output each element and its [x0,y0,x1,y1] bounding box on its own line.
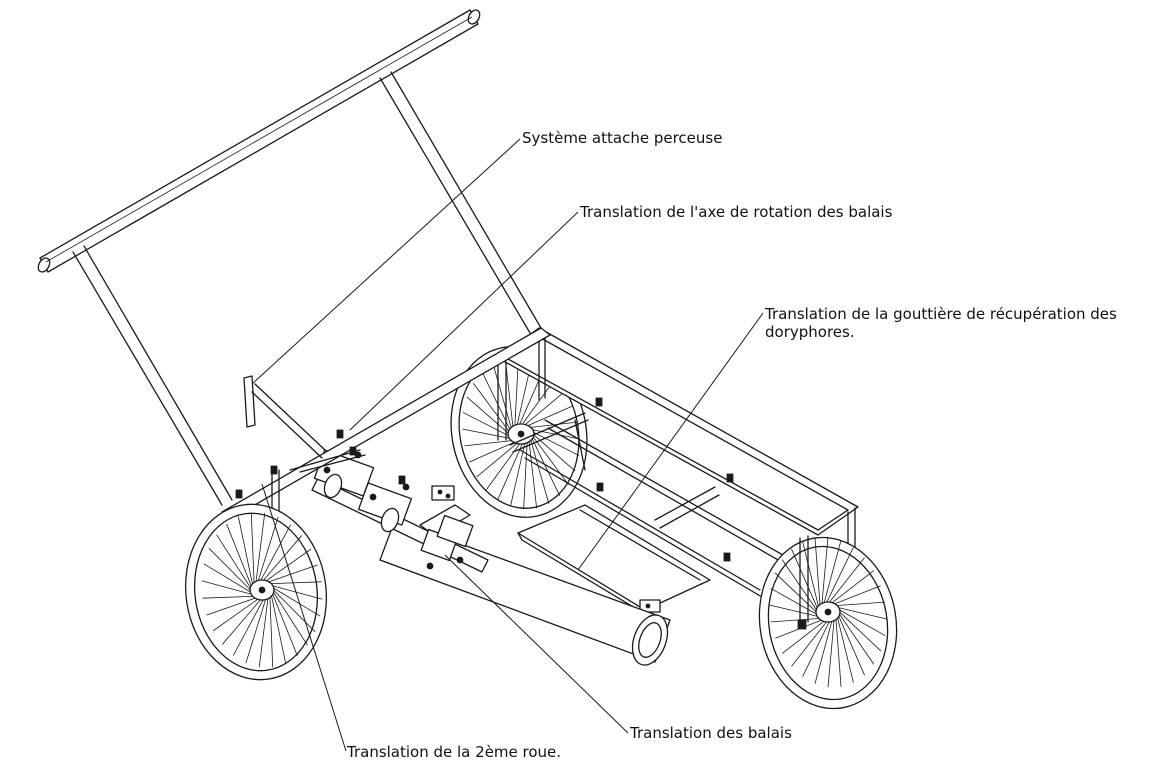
handle-bar [37,9,481,273]
rear-left-wheel [758,535,898,710]
label-second-wheel-translation: Translation de la 2ème roue. [347,743,562,761]
label-brush-translation: Translation des balais [630,724,792,742]
front-left-wheel [184,503,328,681]
gutter [517,504,711,618]
handle-struts [72,71,542,506]
leader-lines [251,138,764,752]
label-gutter-translation: Translation de la gouttière de récupérat… [765,305,1117,341]
label-brush-axis-translation: Translation de l'axe de rotation des bal… [580,203,893,221]
label-drill-attach: Système attache perceuse [522,129,723,147]
brush-axle [311,449,489,573]
